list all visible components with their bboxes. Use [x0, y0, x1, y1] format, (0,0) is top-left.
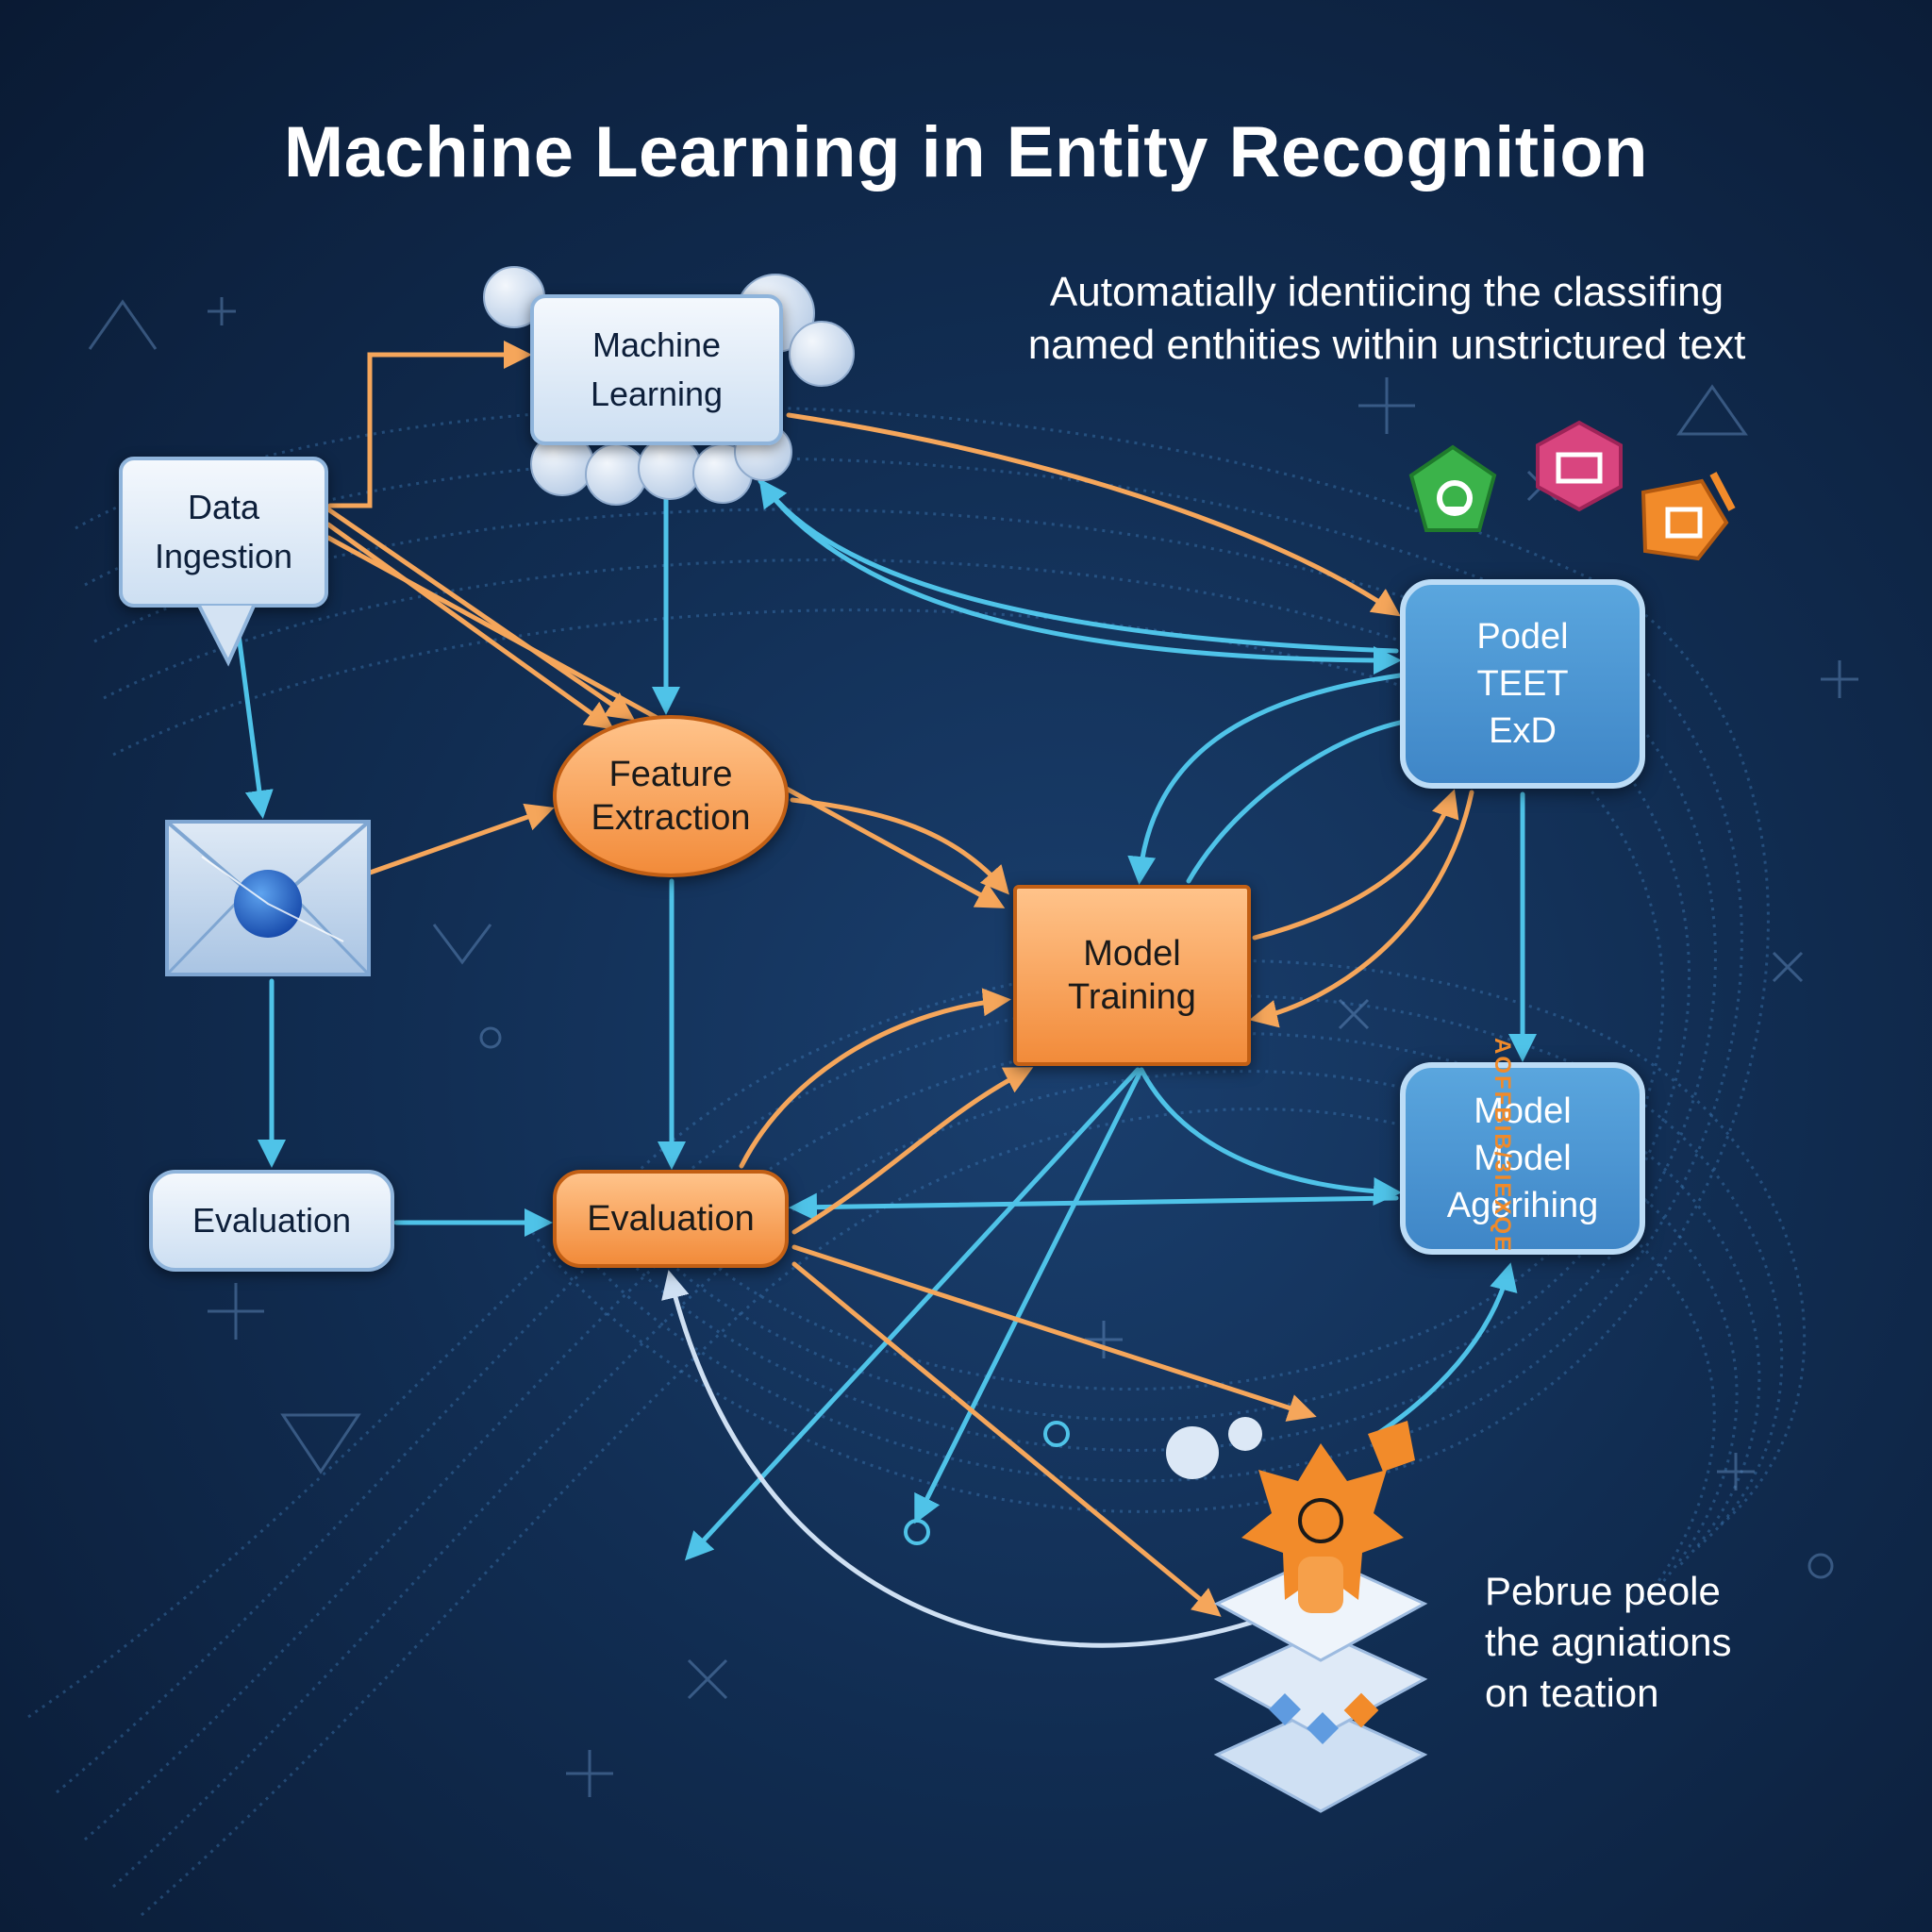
edge-evc-to-figure-1: [791, 1244, 1317, 1422]
node-label: Feature: [608, 755, 733, 794]
evaluation-left-node[interactable]: Evaluation: [149, 1170, 394, 1272]
subtitle-line-2: named enthities within unstrictured text: [1027, 322, 1746, 368]
edge-ingestion-to-ml: [327, 341, 532, 508]
footnote-line-1: Pebrue peole: [1485, 1569, 1721, 1613]
footnote-line-3: on teation: [1485, 1671, 1659, 1715]
node-label: Machine: [591, 325, 722, 364]
speech-bubble-tail: [195, 604, 258, 667]
node-label: Training: [1068, 977, 1196, 1017]
edge-ingestion-to-envelope: [233, 610, 274, 819]
edge-figure-to-ma: [1374, 1262, 1518, 1437]
node-label: Model: [1474, 1091, 1572, 1131]
edge-figure-to-evc: [661, 1270, 1254, 1648]
podel-test-node[interactable]: Podel TEET ExD: [1400, 579, 1645, 789]
data-ingestion-node[interactable]: Data Ingestion: [119, 457, 328, 608]
diagram-title: Machine Learning in Entity Recognition: [283, 112, 1649, 192]
node-label: Learning: [590, 375, 724, 413]
machine-learning-node[interactable]: Machine Learning: [530, 294, 783, 445]
node-label: Evaluation: [192, 1201, 352, 1240]
edge-mt-to-ma: [1139, 1067, 1402, 1207]
feature-extraction-node[interactable]: Feature Extraction: [553, 715, 789, 877]
footnote-text: Pebrue peole the agniations on teation: [1485, 1566, 1843, 1719]
edge-mt-to-pt: [1252, 789, 1459, 941]
orange-figure-icon: [1166, 1417, 1428, 1813]
edge-pt-to-mt-2: [1249, 790, 1474, 1028]
edge-endpoint-ring: [904, 1519, 930, 1545]
edge-ingestion-to-fe-2: [325, 522, 614, 730]
orange-entity-tag-icon: [1641, 472, 1736, 561]
node-label: Model: [1474, 1139, 1572, 1178]
edge-evc-to-figure-2: [791, 1261, 1222, 1617]
cloud-bubble: [585, 443, 647, 506]
node-label: Agerihing: [1446, 1186, 1599, 1225]
cloud-bubble: [638, 436, 702, 500]
edge-ma-to-evc: [789, 1192, 1399, 1222]
cloud-bubble: [789, 321, 855, 387]
footnote-line-2: the agniations: [1485, 1620, 1732, 1664]
edge-pt-to-mt-1: [1127, 673, 1403, 885]
edge-ml-to-pt: [786, 412, 1401, 617]
node-label: ExD: [1489, 711, 1557, 751]
node-label: Extraction: [591, 798, 751, 838]
edge-ml-to-pt-blue: [758, 478, 1402, 675]
node-label: Model: [1083, 934, 1181, 974]
green-entity-tag-icon: [1408, 444, 1497, 532]
pink-entity-tag-icon: [1536, 420, 1623, 512]
vertical-code-text: AOFFBIB/3IEXQE: [1490, 1038, 1515, 1254]
node-label: TEET: [1476, 664, 1569, 704]
edge-mt-to-evc-2: [914, 1067, 1144, 1524]
edge-endpoint-ring: [1043, 1421, 1070, 1447]
node-label: Podel: [1476, 617, 1569, 657]
edge-fe-to-mt: [790, 797, 1009, 895]
diagram-subtitle: Automatially identiicing the classifing …: [934, 266, 1840, 372]
edge-mt-to-evc-1: [684, 1067, 1141, 1561]
edge-ingestion-to-fe-1: [325, 507, 635, 721]
edge-envelope-to-fe: [354, 803, 555, 880]
node-label: Data: [187, 488, 260, 526]
evaluation-center-node[interactable]: Evaluation: [553, 1170, 789, 1268]
node-label: Evaluation: [587, 1199, 755, 1239]
edge-pt-to-ml: [758, 478, 1399, 654]
subtitle-line-1: Automatially identiicing the classifing: [1049, 269, 1724, 315]
edge-mt-to-pt-blue: [1186, 704, 1440, 884]
envelope-globe-icon: [165, 820, 371, 976]
edge-evc-to-mt-2: [791, 1067, 1034, 1235]
node-label: Ingestion: [154, 537, 293, 575]
edge-evc-to-mt: [739, 988, 1011, 1169]
model-agerihing-node[interactable]: Model Model Agerihing: [1400, 1062, 1645, 1255]
model-training-node[interactable]: Model Training: [1013, 885, 1251, 1066]
